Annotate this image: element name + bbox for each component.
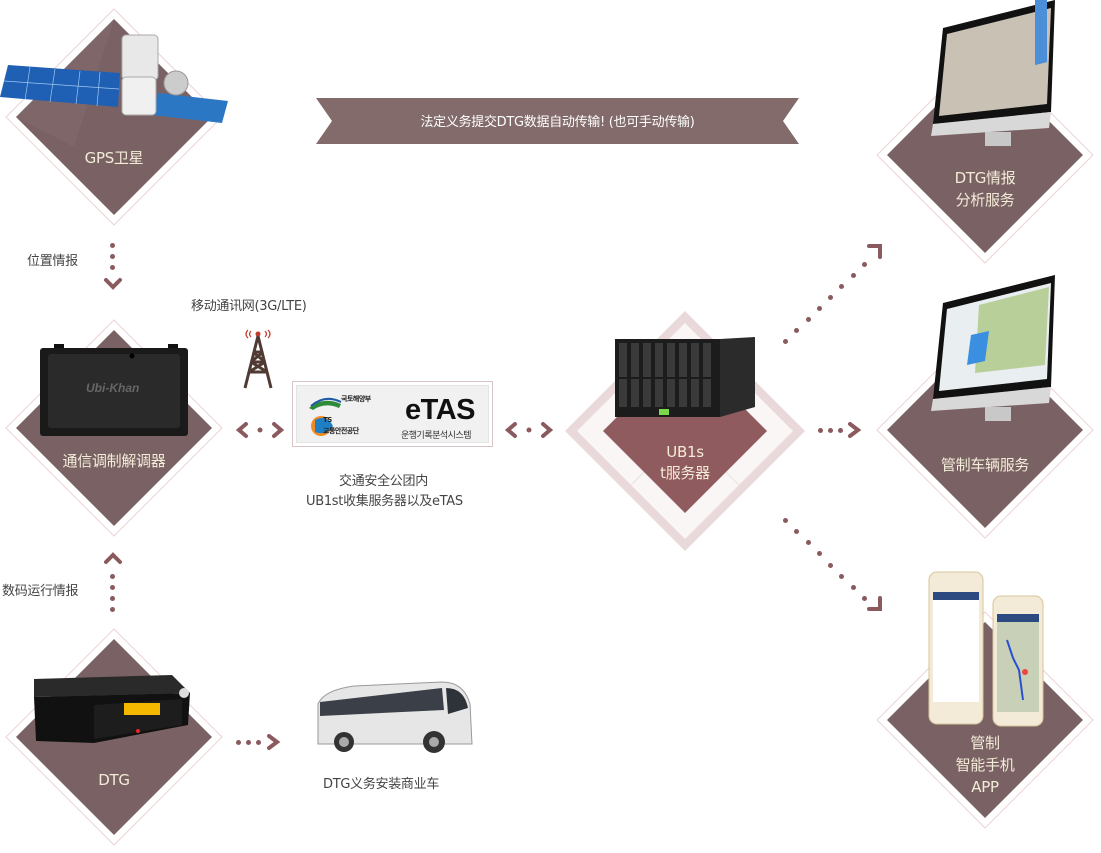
- bidirectional-arrow-icon: [236, 422, 284, 438]
- arrow-dot: [839, 573, 845, 579]
- arrow-dot: [110, 607, 115, 612]
- arrow-dot: [839, 284, 845, 289]
- arrow-dot: [794, 529, 800, 535]
- etas-ministry: 국토해양부: [341, 395, 371, 403]
- arrow-dot: [862, 596, 867, 601]
- arrow-dot: [850, 273, 856, 278]
- node-vehicle-control: 管制车辆服务: [875, 275, 1095, 540]
- node-dtg-analysis: DTG情报 分析服务: [875, 0, 1095, 265]
- arrow-dot: [110, 596, 115, 601]
- arrow-dot: [783, 339, 788, 344]
- arrow-dot: [246, 740, 251, 745]
- node-mobile-app: 管制 智能手机 APP: [875, 571, 1095, 830]
- arrow-dot: [816, 551, 822, 557]
- node-dtg: DTG: [4, 627, 224, 847]
- vehicle-control-label: 管制车辆服务: [940, 456, 1030, 474]
- etas-agency-short: TS: [323, 416, 332, 424]
- arrow-dot: [110, 574, 115, 579]
- arrow-dot: [828, 428, 833, 433]
- satellite-icon: [0, 34, 228, 123]
- arrow-dot: [838, 428, 843, 433]
- node-gps-satellite: GPS卫星: [0, 7, 228, 227]
- bus-caption: DTG义务安装商业车: [323, 777, 440, 792]
- mobile-network-label: 移动通讯网(3G/LTE): [191, 299, 307, 314]
- arrow-dot: [816, 306, 822, 311]
- gps-label: GPS卫星: [84, 149, 144, 167]
- modem-label: 通信调制解调器: [62, 452, 166, 470]
- etas-subtitle: 운행기록분석시스템: [401, 431, 472, 441]
- arrow-down-right-icon: [867, 596, 882, 611]
- mobile-app-label-line1: 管制: [970, 734, 1000, 752]
- arrow-dot: [862, 262, 867, 267]
- arrow-down-icon: [104, 278, 122, 290]
- digital-operation-info-label: 数码运行情报: [2, 584, 79, 599]
- arrow-dot: [110, 585, 115, 590]
- node-modem: Ubi-Khan 通信调制解调器: [4, 318, 224, 538]
- dtg-analysis-label-line1: DTG情报: [954, 169, 1016, 187]
- arrow-dot: [110, 254, 115, 259]
- auto-transmission-banner: 法定义务提交DTG数据自动传输! (也可手动传输): [316, 98, 799, 144]
- arrow-dot: [256, 740, 261, 745]
- arrow-right-icon: [848, 422, 862, 438]
- modem-device-icon: Ubi-Khan: [40, 344, 188, 436]
- etas-title: eTAS: [405, 394, 475, 426]
- arrow-dot: [818, 428, 823, 433]
- arrow-dot: [110, 243, 115, 248]
- bus-icon: [317, 681, 473, 753]
- modem-brand: Ubi-Khan: [86, 381, 139, 395]
- etas-logo-box: 국토해양부 TS 교통안전공단 eTAS 운행기록분석시스템: [292, 381, 493, 447]
- arrow-dot: [828, 562, 834, 568]
- arrow-dot: [828, 295, 834, 300]
- position-info-label: 位置情报: [27, 254, 78, 269]
- arrow-dot: [805, 317, 811, 322]
- banner-ribbon-shape: [316, 98, 799, 144]
- node-server: UB1s t服务器: [563, 309, 807, 553]
- arrow-dot: [850, 584, 856, 590]
- server-label-line1: UB1s: [666, 443, 704, 461]
- arrow-up-icon: [104, 552, 122, 564]
- bidirectional-arrow-icon: [505, 422, 553, 438]
- etas-agency: 교통안전공단: [323, 427, 359, 435]
- dtg-analysis-label-line2: 分析服务: [955, 191, 1015, 209]
- dtg-recorder-icon: [34, 675, 190, 743]
- arrow-dot: [805, 540, 811, 546]
- server-label-line2: t服务器: [660, 464, 710, 482]
- cell-tower-icon: [243, 329, 273, 389]
- smartphone-icon: [928, 571, 1044, 727]
- etas-caption-line2: UB1st收集服务器以及eTAS: [306, 494, 463, 509]
- arrow-dot: [783, 518, 788, 523]
- arrow-dot: [236, 740, 241, 745]
- banner-text: 法定义务提交DTG数据自动传输! (也可手动传输): [420, 115, 695, 130]
- server-rack-icon: [615, 337, 755, 417]
- etas-caption-line1: 交通安全公团内: [339, 474, 428, 489]
- monitor-map-icon: [931, 275, 1055, 421]
- ts-logo-icon: [309, 397, 342, 436]
- arrow-up-right-icon: [867, 244, 882, 259]
- monitor-icon: [931, 0, 1055, 146]
- arrow-dot: [110, 265, 115, 270]
- dtg-label: DTG: [98, 771, 130, 789]
- arrow-right-icon: [267, 734, 281, 750]
- arrow-dot: [794, 328, 800, 333]
- mobile-app-label-line3: APP: [971, 778, 999, 796]
- mobile-app-label-line2: 智能手机: [955, 756, 1015, 774]
